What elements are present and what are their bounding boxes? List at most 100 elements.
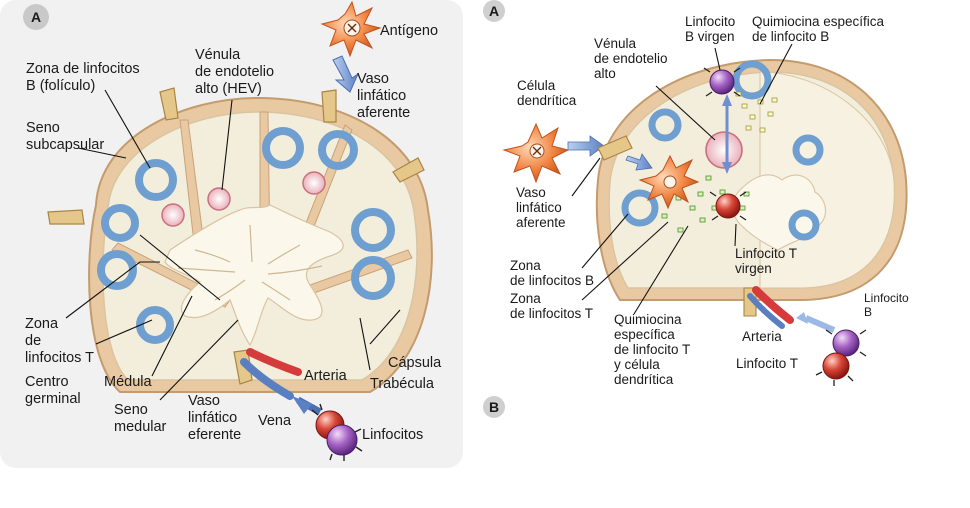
label-b-quim-t-line3: de linfocito T <box>614 342 690 357</box>
label-arteria: Arteria <box>304 368 348 384</box>
dendritic-cell-outside <box>502 122 570 184</box>
label-vaso-aferente-line1: Vaso <box>357 71 389 87</box>
label-antigeno: Antígeno <box>380 23 438 39</box>
dendritic-cell-antigen <box>320 0 382 58</box>
panel-b-letter-top-badge <box>483 0 505 22</box>
lymphocyte-arrowhead-b <box>796 312 808 324</box>
panel-b-letter-bottom-badge <box>483 396 505 418</box>
afferent-vessels <box>47 87 425 225</box>
label-venula-line1: Vénula <box>195 47 241 63</box>
label-b-quim-b-line2: de linfocito B <box>752 29 829 44</box>
label-venula-line3: alto (HEV) <box>195 81 262 97</box>
label-b-quim-t-line2: específica <box>614 327 675 342</box>
hev-vessel <box>302 171 326 195</box>
hev-group <box>161 171 326 227</box>
panel-b-labels: Linfocito B virgen Quimiocina específica… <box>510 14 909 387</box>
label-b-arteria: Arteria <box>742 329 782 344</box>
label-vaso-aferente-line3: aferente <box>357 105 410 121</box>
panel-a-letter-badge <box>23 4 49 30</box>
panel-a-letter: A <box>31 9 41 25</box>
label-b-quim-t-line1: Quimiocina <box>614 312 682 327</box>
label-zona-b-line1: Zona de linfocitos <box>26 61 140 77</box>
lymphocyte-b-receptors <box>815 329 867 386</box>
label-b-celula-line2: dendrítica <box>517 93 577 108</box>
dendritic-cell-in-node <box>638 154 700 210</box>
panel-a: A <box>0 0 463 468</box>
dendritic-arrow-1 <box>567 135 605 157</box>
medulla <box>164 204 344 347</box>
label-b-linf-t-virgen-line2: virgen <box>735 261 772 276</box>
dendritic-arrow-2 <box>625 153 653 171</box>
label-seno-sub-line1: Seno <box>26 120 60 136</box>
label-b-zona-b-line2: de linfocitos B <box>510 273 594 288</box>
label-b-linf-t-virgen-line1: Linfocito T <box>735 246 797 261</box>
follicle <box>318 130 358 170</box>
follicle <box>262 127 304 169</box>
follicle <box>351 256 395 300</box>
follicle <box>732 60 772 100</box>
label-vena: Vena <box>258 413 292 429</box>
naive-b-receptors <box>703 67 741 97</box>
panel-b-leaders <box>571 43 793 315</box>
label-b-celula-line1: Célula <box>517 78 556 93</box>
label-zona-t-line1: Zona <box>25 316 59 332</box>
label-b-zona-t-line1: Zona <box>510 291 541 306</box>
naive-t-receptors <box>709 191 747 221</box>
b-lymphocyte <box>326 424 358 456</box>
follicle <box>648 108 682 142</box>
label-medula: Médula <box>104 374 152 390</box>
label-vaso-aferente-line2: linfático <box>357 88 406 104</box>
label-b-vaso-aferente-line1: Vaso <box>516 185 546 200</box>
label-b-quim-b-line1: Quimiocina específica <box>752 14 885 29</box>
follicle <box>792 134 824 166</box>
follicles <box>97 127 395 344</box>
vein <box>240 358 294 400</box>
t-lymphocyte-b <box>822 352 850 380</box>
label-b-linf-b-virgen-line2: B virgen <box>685 29 735 44</box>
panel-b-letter-top: A <box>489 3 499 19</box>
label-b-vaso-aferente-line3: aferente <box>516 215 566 230</box>
panel-b: A B <box>483 0 909 418</box>
label-zona-b-line2: B (folículo) <box>26 78 95 94</box>
label-trabecula: Trabécula <box>370 376 435 392</box>
label-seno-med-line2: medular <box>114 419 167 435</box>
vein-b <box>747 293 785 329</box>
panel-a-labels: Antígeno Zona de linfocitos B (folículo)… <box>25 23 442 443</box>
follicle <box>135 159 177 201</box>
label-vaso-eferente-line3: eferente <box>188 427 241 443</box>
label-b-venula-line2: de endotelio <box>594 51 668 66</box>
label-b-quim-t-line4: y célula <box>614 357 660 372</box>
hev-vessel <box>161 203 185 227</box>
label-centro-line2: germinal <box>25 391 81 407</box>
label-zona-t-line3: linfocitos T <box>25 350 94 366</box>
follicle <box>788 209 820 241</box>
naive-t-lymphocyte <box>715 193 741 219</box>
label-b-linf-b-line1: Linfocito <box>864 291 909 305</box>
label-b-venula-line3: alto <box>594 66 616 81</box>
label-seno-med-line1: Seno <box>114 402 148 418</box>
label-b-vaso-aferente-line2: linfático <box>516 200 562 215</box>
label-b-quim-t-line5: dendrítica <box>614 372 674 387</box>
follicle <box>621 189 659 227</box>
follicle <box>351 208 395 252</box>
lymphocyte-receptors <box>311 403 363 461</box>
lymphocyte-cluster <box>292 396 363 461</box>
afferent-vessel-b <box>597 135 633 161</box>
label-b-linf-b-virgen-line1: Linfocito <box>685 14 735 29</box>
node-b-hev <box>705 131 743 169</box>
naive-b-lymphocyte <box>709 69 735 95</box>
panel-a-leaders <box>65 89 401 401</box>
label-seno-sub-line2: subcapsular <box>26 137 104 153</box>
hev-vessel <box>207 187 231 211</box>
artery <box>246 348 302 376</box>
b-lymphocyte-b <box>832 329 860 357</box>
label-linfocitos: Linfocitos <box>362 427 423 443</box>
label-venula-line2: de endotelio <box>195 64 274 80</box>
medulla-cords <box>177 224 323 301</box>
label-vaso-eferente-line2: linfático <box>188 410 237 426</box>
label-b-linf-t: Linfocito T <box>736 356 798 371</box>
label-centro-line1: Centro <box>25 374 69 390</box>
follicle <box>97 250 137 290</box>
panel-b-letter-bottom: B <box>489 399 499 415</box>
